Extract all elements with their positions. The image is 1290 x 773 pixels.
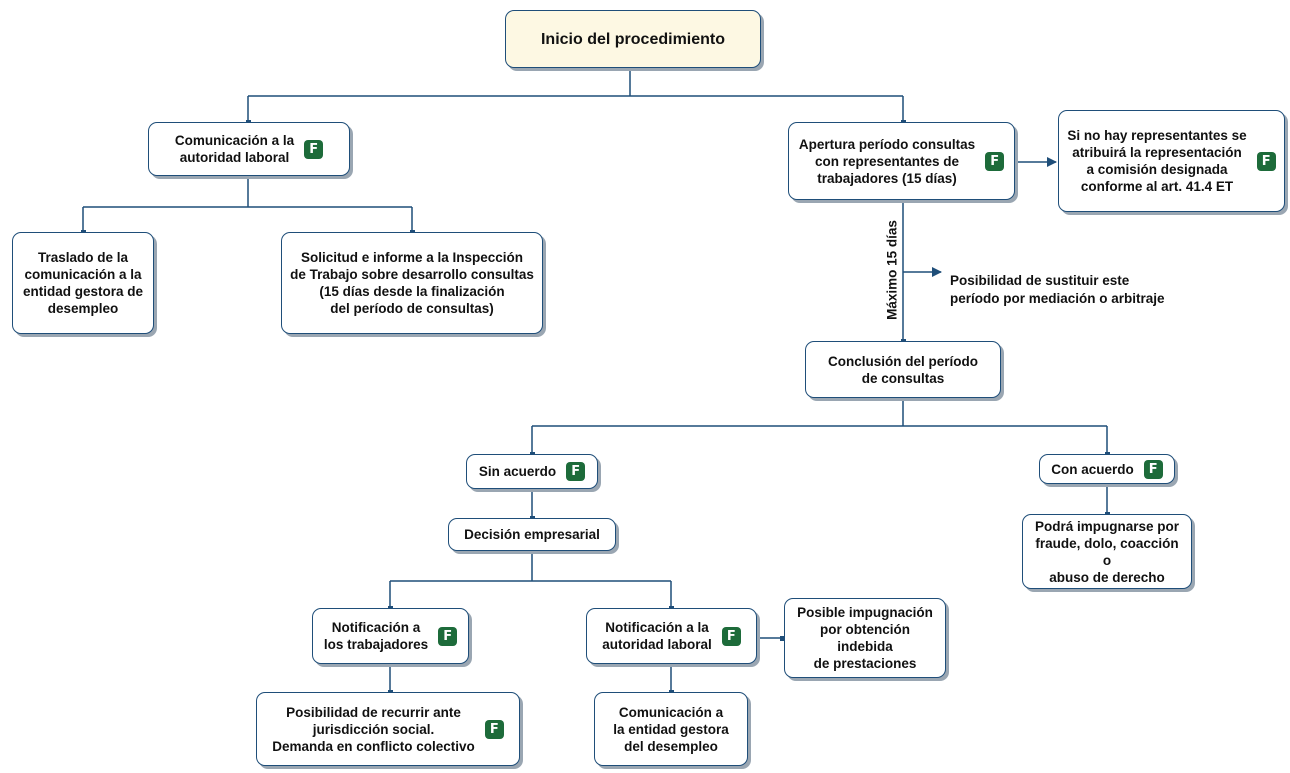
f-badge-icon: F	[304, 139, 324, 159]
sustituir-label: Posibilidad de sustituir este período po…	[950, 273, 1165, 306]
node-sin-acuerdo-label: Sin acuerdo	[478, 464, 557, 479]
node-notif-trabajadores-label: Notificación a los trabajadores	[323, 620, 429, 652]
node-conclusion: Conclusión del período de consultas	[805, 341, 1001, 398]
node-recurrir-label: Posibilidad de recurrir ante jurisdicció…	[272, 704, 475, 754]
node-posible-impugnacion: Posible impugnación por obtención indebi…	[784, 598, 946, 678]
maximo-label: Máximo 15 días	[884, 220, 900, 320]
f-badge-icon: F	[1256, 151, 1276, 171]
node-comunicacion-entidad-label: Comunicación a la entidad gestora del de…	[613, 704, 729, 754]
node-impugnarse-label: Podrá impugnarse por fraude, dolo, coacc…	[1034, 518, 1180, 585]
f-badge-icon: F	[721, 626, 741, 646]
connector-decision-split	[389, 551, 672, 608]
node-decision-label: Decisión empresarial	[464, 527, 600, 542]
node-comunicacion-autoridad: Comunicación a la autoridad laboral F	[148, 122, 350, 176]
node-con-acuerdo-label: Con acuerdo	[1051, 461, 1134, 477]
node-comunicacion-autoridad-label: Comunicación a la autoridad laboral	[174, 133, 295, 165]
connector-conclusion-split	[531, 398, 1108, 454]
node-decision: Decisión empresarial	[448, 518, 616, 551]
node-apertura: Apertura período consultas con represent…	[788, 122, 1015, 200]
f-badge-icon: F	[1143, 459, 1163, 479]
node-inicio: Inicio del procedimiento	[505, 10, 761, 68]
node-sin-representantes-label: Si no hay representantes se atribuirá la…	[1067, 128, 1247, 194]
node-notif-autoridad-label: Notificación a la autoridad laboral	[602, 620, 712, 652]
sustituir-annotation: Posibilidad de sustituir este período po…	[950, 254, 1190, 308]
node-comunicacion-entidad: Comunicación a la entidad gestora del de…	[594, 692, 748, 766]
connector-inicio-split	[247, 68, 904, 122]
node-posible-impugnacion-label: Posible impugnación por obtención indebi…	[797, 605, 933, 671]
node-traslado-label: Traslado de la comunicación a la entidad…	[22, 250, 144, 316]
node-solicitud: Solicitud e informe a la Inspección de T…	[281, 232, 543, 334]
node-notif-autoridad: Notificación a la autoridad laboral F	[586, 608, 757, 664]
node-recurrir: Posibilidad de recurrir ante jurisdicció…	[256, 692, 520, 766]
node-apertura-label: Apertura período consultas con represent…	[798, 136, 976, 186]
node-inicio-label: Inicio del procedimiento	[540, 30, 726, 48]
connector-comunicacion-split	[82, 176, 413, 232]
node-impugnarse: Podrá impugnarse por fraude, dolo, coacc…	[1022, 514, 1192, 589]
node-traslado: Traslado de la comunicación a la entidad…	[12, 232, 154, 334]
f-badge-icon: F	[484, 719, 504, 739]
node-conclusion-label: Conclusión del período de consultas	[827, 353, 978, 386]
f-badge-icon: F	[985, 151, 1005, 171]
node-notif-trabajadores: Notificación a los trabajadores F	[312, 608, 469, 664]
node-sin-representantes: Si no hay representantes se atribuirá la…	[1058, 110, 1285, 212]
f-badge-icon: F	[566, 462, 586, 481]
node-sin-acuerdo: Sin acuerdo F	[466, 454, 598, 489]
node-solicitud-label: Solicitud e informe a la Inspección de T…	[290, 250, 534, 316]
node-con-acuerdo: Con acuerdo F	[1039, 454, 1175, 484]
f-badge-icon: F	[438, 626, 458, 646]
